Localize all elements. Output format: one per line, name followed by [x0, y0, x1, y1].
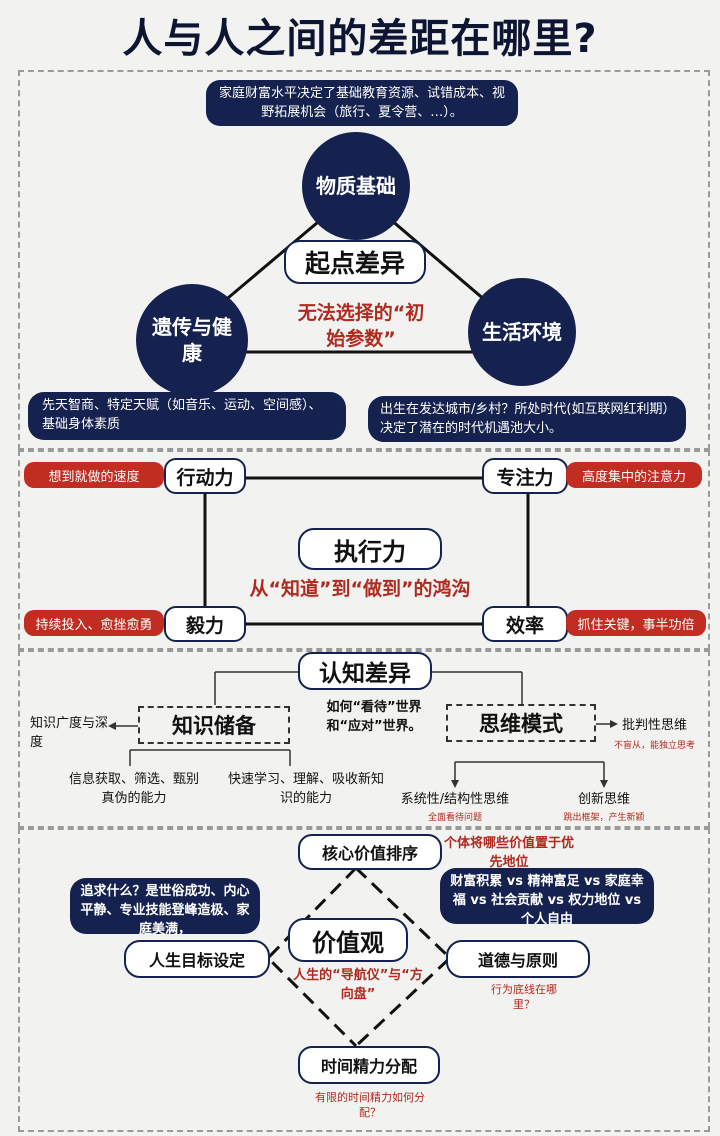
environment-note: 出生在发达城市/乡村？所处时代(如互联网红利期）决定了潜在的时代机遇池大小。	[368, 396, 686, 442]
thinking-box: 思维模式	[446, 704, 596, 742]
values-label: 价值观	[288, 918, 408, 962]
node-genetics-health: 遗传与健康	[136, 284, 248, 396]
panel-values	[18, 828, 710, 1132]
knowledge-breadth: 知识广度与深度	[30, 716, 109, 750]
execution-label: 执行力	[298, 528, 442, 570]
creative-thinking-sub: 跳出框架，产生新颖	[563, 813, 645, 823]
tag-action-speed: 想到就做的速度	[24, 462, 164, 488]
tag-perseverance: 持续投入、愈挫愈勇	[24, 610, 164, 636]
systemic-thinking-sub: 全面看待问题	[427, 813, 482, 823]
node-morality: 道德与原则	[446, 940, 590, 978]
creative-thinking: 创新思维	[577, 792, 630, 807]
genetics-note: 先天智商、特定天赋（如音乐、运动、空间感）、基础身体素质	[28, 392, 346, 440]
node-living-environment: 生活环境	[468, 278, 576, 386]
initial-params-label: 无法选择的“初始参数”	[297, 302, 425, 350]
values-tradeoff-note: 财富积累 vs 精神富足 vs 家庭幸福 vs 社会贡献 vs 权力地位 vs …	[440, 868, 654, 927]
learning-ability: 快速学习、理解、吸收新知识的能力	[228, 772, 385, 806]
info-ability: 信息获取、筛选、甄别真伪的能力	[68, 772, 199, 806]
knowledge-box: 知识储备	[138, 706, 290, 744]
tag-efficiency: 抓住关键，事半功倍	[566, 610, 706, 636]
systemic-thinking: 系统性/结构性思维	[400, 792, 510, 807]
panel-starting-point	[18, 70, 710, 450]
time-allocation-note: 有限的时间精力如何分配？	[315, 1091, 425, 1119]
cognition-center-note: 如何“看待”世界和“应对”世界。	[326, 700, 422, 734]
page-title: 人与人之间的差距在哪里?	[122, 16, 598, 62]
morality-note: 行为底线在哪里？	[491, 983, 557, 1011]
node-time-allocation: 时间精力分配	[298, 1046, 440, 1084]
node-core-values: 核心价值排序	[298, 834, 442, 870]
execution-sub: 从“知道”到“做到”的鸿沟	[249, 578, 471, 600]
values-sub: 人生的“导航仪”与“方向盘”	[293, 968, 423, 1002]
critical-thinking-sub: 不盲从，能独立思考	[614, 741, 696, 751]
core-values-note: 个体将哪些价值置于优先地位	[444, 836, 575, 870]
panel-cognition	[18, 650, 710, 828]
node-efficiency: 效率	[482, 606, 568, 642]
critical-thinking: 批判性思维	[622, 718, 688, 733]
starting-diff-label: 起点差异	[284, 240, 426, 284]
life-goal-note: 追求什么？是世俗成功、内心平静、专业技能登峰造极、家庭美满，	[70, 878, 260, 937]
node-life-goal: 人生目标设定	[124, 940, 270, 978]
node-material-basis: 物质基础	[302, 132, 410, 240]
panel-execution	[18, 450, 710, 650]
node-perseverance: 毅力	[164, 606, 246, 642]
cognition-header: 认知差异	[298, 652, 432, 690]
node-action: 行动力	[164, 458, 246, 494]
node-focus: 专注力	[482, 458, 568, 494]
tag-focus: 高度集中的注意力	[566, 462, 702, 488]
wealth-note: 家庭财富水平决定了基础教育资源、试错成本、视野拓展机会（旅行、夏令营、…）。	[206, 80, 518, 126]
